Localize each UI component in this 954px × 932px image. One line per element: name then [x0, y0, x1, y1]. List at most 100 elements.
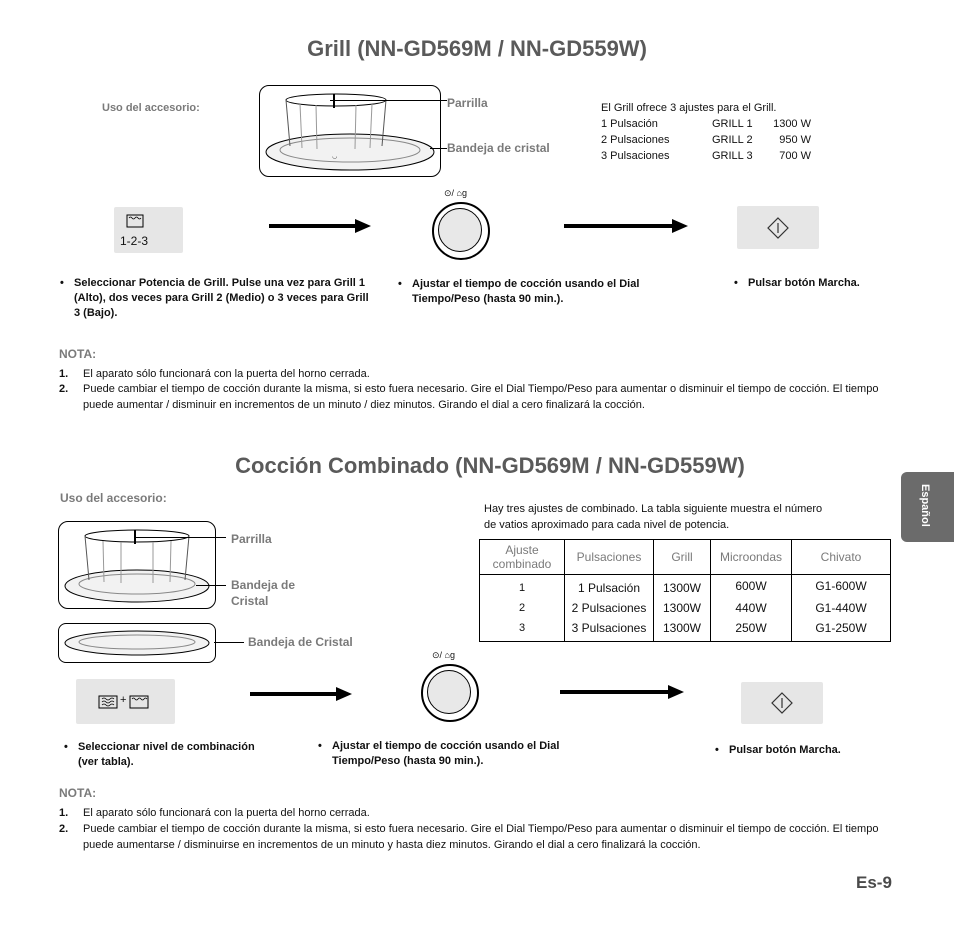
table-cell: 3 [480, 618, 565, 641]
note-text: Puede cambiar el tiempo de cocción duran… [83, 823, 879, 851]
grill-note-2: 2. Puede cambiar el tiempo de cocción du… [59, 381, 899, 413]
grill-setting-row: 2 Pulsaciones GRILL 2 950 W [601, 132, 841, 148]
setting-name: GRILL 2 [712, 134, 753, 146]
combi-bandeja2-label: Bandeja de Cristal [248, 635, 353, 649]
grill-nota-label: NOTA: [59, 347, 97, 361]
grill-dial[interactable] [432, 202, 490, 260]
combi-intro: Hay tres ajustes de combinado. La tabla … [484, 503, 823, 531]
table-header: Pulsaciones [564, 540, 654, 575]
combi-table-wrap: Ajuste combinado Pulsaciones Grill Micro… [479, 539, 891, 642]
parrilla-leader-line [330, 100, 447, 101]
grill-accessory-label: Uso del accesorio: [102, 102, 200, 114]
step-text: Ajustar el tiempo de cocción usando el D… [412, 278, 640, 305]
plus-sign: + [120, 694, 127, 706]
table-cell: 3 Pulsaciones [564, 618, 654, 641]
combi-button[interactable]: + [76, 679, 175, 724]
table-header: Microondas [710, 540, 792, 575]
arrow-1-head [355, 219, 371, 233]
grill-start-button[interactable] [737, 206, 819, 249]
table-row: 2 2 Pulsaciones 1300W 440W G1-440W [480, 598, 890, 618]
table-cell: 250W [710, 618, 792, 641]
setting-watts: 950 W [779, 134, 811, 146]
combi-note-2: 2. Puede cambiar el tiempo de cocción du… [59, 821, 899, 853]
grill-setting-row: 3 Pulsaciones GRILL 3 700 W [601, 148, 841, 164]
note-number: 1. [59, 368, 69, 380]
start-icon [767, 217, 789, 239]
grill-step-1: •Seleccionar Potencia de Grill. Pulse un… [60, 277, 369, 319]
grill-title: Grill (NN-GD569M / NN-GD559W) [307, 36, 647, 61]
grill-parrilla-label: Parrilla [447, 96, 488, 110]
arrow-1 [269, 224, 357, 228]
table-cell: 1300W [653, 598, 711, 618]
grill-info: El Grill ofrece 3 ajustes para el Grill.… [601, 100, 841, 164]
table-cell: 1300W [653, 618, 711, 641]
table-header: Ajuste combinado [480, 540, 565, 575]
setting-press: 1 Pulsación [601, 118, 658, 130]
table-cell: G1-440W [815, 601, 867, 615]
note-number: 2. [59, 823, 69, 835]
rack-and-tray-icon [64, 529, 210, 603]
grill-icon [126, 214, 144, 228]
table-header-row: Ajuste combinado Pulsaciones Grill Micro… [480, 540, 890, 575]
arrow-3-head [336, 687, 352, 701]
table-cell: G1-250W [815, 621, 867, 635]
table-cell: 1 [480, 574, 565, 598]
combi-title: Cocción Combinado (NN-GD569M / NN-GD559W… [235, 453, 745, 478]
table-row: 1 1 Pulsación 1300W 600W G1-600W [480, 574, 890, 598]
rack-and-tray-icon: ◡ [265, 93, 435, 171]
setting-watts: 700 W [779, 150, 811, 162]
table-cell: G1-600W [815, 579, 867, 593]
arrow-2 [564, 224, 674, 228]
grill-dial-caption: ⊙/ ⌂g [444, 188, 467, 198]
step-text: Pulsar botón Marcha. [748, 277, 860, 289]
step-text: Ajustar el tiempo de cocción usando el D… [332, 740, 560, 767]
combi-table: Ajuste combinado Pulsaciones Grill Micro… [480, 540, 890, 641]
grill-icon [129, 695, 149, 709]
combi-accessory-label: Uso del accesorio: [60, 491, 167, 505]
setting-name: GRILL 1 [712, 118, 753, 130]
arrow-3 [250, 692, 338, 696]
grill-info-intro: El Grill ofrece 3 ajustes para el Grill. [601, 102, 777, 114]
table-cell: 2 Pulsaciones [564, 598, 654, 618]
note-text: Puede cambiar el tiempo de cocción duran… [83, 383, 879, 411]
combi-start-button[interactable] [741, 682, 823, 724]
combi-note-1: 1. El aparato sólo funcionará con la pue… [59, 805, 899, 821]
grill-step-2: •Ajustar el tiempo de cocción usando el … [398, 278, 640, 305]
setting-press: 2 Pulsaciones [601, 134, 670, 146]
setting-press: 3 Pulsaciones [601, 150, 670, 162]
combi-step-1: •Seleccionar nivel de combinación (ver t… [64, 741, 255, 768]
setting-watts: 1300 W [773, 118, 811, 130]
combi-step-3: •Pulsar botón Marcha. [715, 744, 841, 756]
table-header: Chivato [791, 540, 890, 575]
arrow-2-head [672, 219, 688, 233]
grill-note-1: 1. El aparato sólo funcionará con la pue… [59, 366, 899, 382]
dial-knob [427, 670, 471, 714]
microwave-icon [98, 695, 118, 709]
parrilla-leader-line [134, 537, 226, 538]
combi-bandeja-label: Bandeja de Cristal [231, 578, 296, 608]
combi-dial[interactable] [421, 664, 479, 722]
table-cell: 600W [710, 574, 792, 598]
arrow-4 [560, 690, 670, 694]
tray-icon [64, 630, 210, 656]
bandeja2-leader-line [214, 642, 244, 643]
start-icon [771, 692, 793, 714]
combi-nota-label: NOTA: [59, 786, 97, 800]
page-number: Es-9 [856, 873, 892, 892]
svg-text:◡: ◡ [332, 153, 337, 160]
grill-setting-row: 1 Pulsación GRILL 1 1300 W [601, 116, 841, 132]
combi-dial-caption: ⊙/ ⌂g [432, 650, 455, 660]
table-cell: 1300W [653, 574, 711, 598]
combi-tray-image [58, 623, 216, 663]
dial-knob [438, 208, 482, 252]
bandeja-leader-line [196, 585, 226, 586]
setting-name: GRILL 3 [712, 150, 753, 162]
table-cell: 440W [710, 598, 792, 618]
combi-accessory-image [58, 521, 216, 609]
table-cell: 2 [480, 598, 565, 618]
bandeja-leader-line [430, 148, 447, 149]
table-row: 3 3 Pulsaciones 1300W 250W G1-250W [480, 618, 890, 641]
grill-button[interactable]: 1-2-3 [114, 207, 183, 253]
note-text: El aparato sólo funcionará con la puerta… [83, 807, 370, 819]
note-number: 2. [59, 383, 69, 395]
